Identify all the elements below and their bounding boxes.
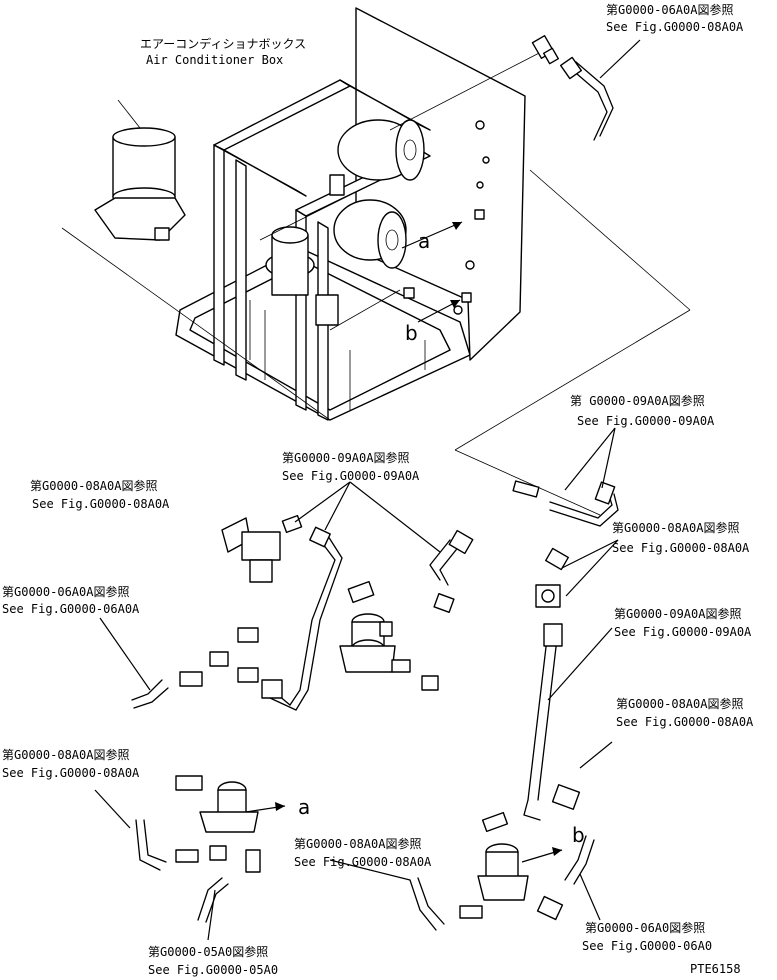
elbow-fitting-right [535,547,569,608]
drawing-code: PTE6158 [690,962,741,976]
ref-bcenter-jp: 第G0000-08A0A図参照 [294,836,421,851]
ref-right3-jp: 第G0000-09A0A図参照 [614,606,741,621]
ref-left2-jp: 第G0000-06A0A図参照 [2,584,129,599]
ref-right3-en: See Fig.G0000-09A0A [614,625,752,639]
ref-right2-jp: 第G0000-08A0A図参照 [612,520,739,535]
small-fittings-center [391,659,439,691]
ref-left1-jp: 第G0000-08A0A図参照 [30,478,157,493]
letter-a-upper: a [418,229,430,253]
ac-box-label-en: Air Conditioner Box [146,53,283,67]
ref-bleft-jp: 第G0000-05A0図参照 [148,944,268,959]
ref-bright-en: See Fig.G0000-06A0 [582,939,712,953]
right-hose-09 [512,480,619,527]
long-vertical-hose [523,623,581,821]
ref-center-jp: 第G0000-09A0A図参照 [282,450,409,465]
ref-top-en: See Fig.G0000-08A0A [606,20,744,34]
ref-left1-en: See Fig.G0000-08A0A [32,497,170,511]
arrow-b-lower [521,847,563,863]
center-hose [261,526,343,711]
ref-right1-jp: 第 G0000-09A0A図参照 [570,393,705,408]
lower-left-valve [135,775,261,923]
upper-right-hose [559,56,614,141]
ref-right4-en: See Fig.G0000-08A0A [616,715,754,729]
ref-center-en: See Fig.G0000-09A0A [282,469,420,483]
ref-left2-en: See Fig.G0000-06A0A [2,602,140,616]
ref-right1-en: See Fig.G0000-09A0A [577,414,715,428]
ref-right4-jp: 第G0000-08A0A図参照 [616,696,743,711]
ref-top-jp: 第G0000-06A0A図参照 [606,2,733,17]
center-right-elbow [429,529,474,614]
air-dryer [94,99,186,241]
ref-right2-en: See Fig.G0000-08A0A [612,541,750,555]
ac-box-label-jp: エアーコンディショナボックス [140,36,306,51]
ref-left3-jp: 第G0000-08A0A図参照 [2,747,129,762]
ref-bright-jp: 第G0000-06A0図参照 [585,920,705,935]
arrow-a-upper [401,221,463,249]
arrow-b-upper [417,299,461,323]
left-hose-06 [131,627,259,709]
lower-center-valve [409,811,595,931]
letter-b-upper: b [405,321,418,345]
letter-a-lower: a [298,795,310,819]
center-valve [339,580,396,673]
letter-b-lower: b [572,823,585,847]
left-valve-bracket [221,514,303,583]
arrow-a-lower [245,802,286,813]
ref-left3-en: See Fig.G0000-08A0A [2,766,140,780]
leader-lines [94,39,641,941]
ref-bleft-en: See Fig.G0000-05A0 [148,963,278,977]
upper-fitting [531,35,560,65]
air-conditioner-box-assembly [175,7,526,421]
ref-bcenter-en: See Fig.G0000-08A0A [294,855,432,869]
